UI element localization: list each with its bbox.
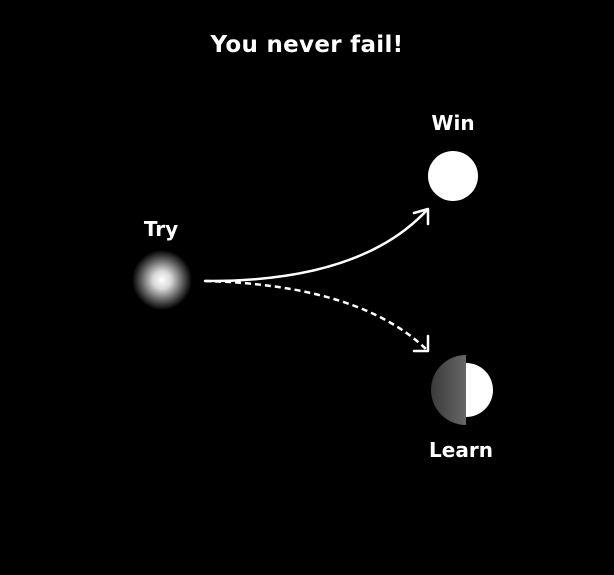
win-node [428, 151, 478, 201]
learn-node [431, 355, 493, 425]
win-label: Win [431, 111, 475, 135]
try-node [132, 250, 192, 310]
edge-try-win-arrowhead [412, 207, 430, 226]
learn-node-shaded-half [431, 355, 466, 425]
try-label: Try [143, 217, 179, 241]
edge-try-learn [204, 279, 430, 353]
edge-try-win-line [203, 208, 429, 283]
diagram-title: You never fail! [210, 32, 404, 58]
learn-node-bright-half [466, 363, 493, 417]
edge-try-win [203, 207, 430, 283]
learn-label: Learn [429, 438, 493, 462]
edge-try-learn-arrowhead [412, 334, 430, 353]
edge-try-learn-line [204, 279, 428, 351]
